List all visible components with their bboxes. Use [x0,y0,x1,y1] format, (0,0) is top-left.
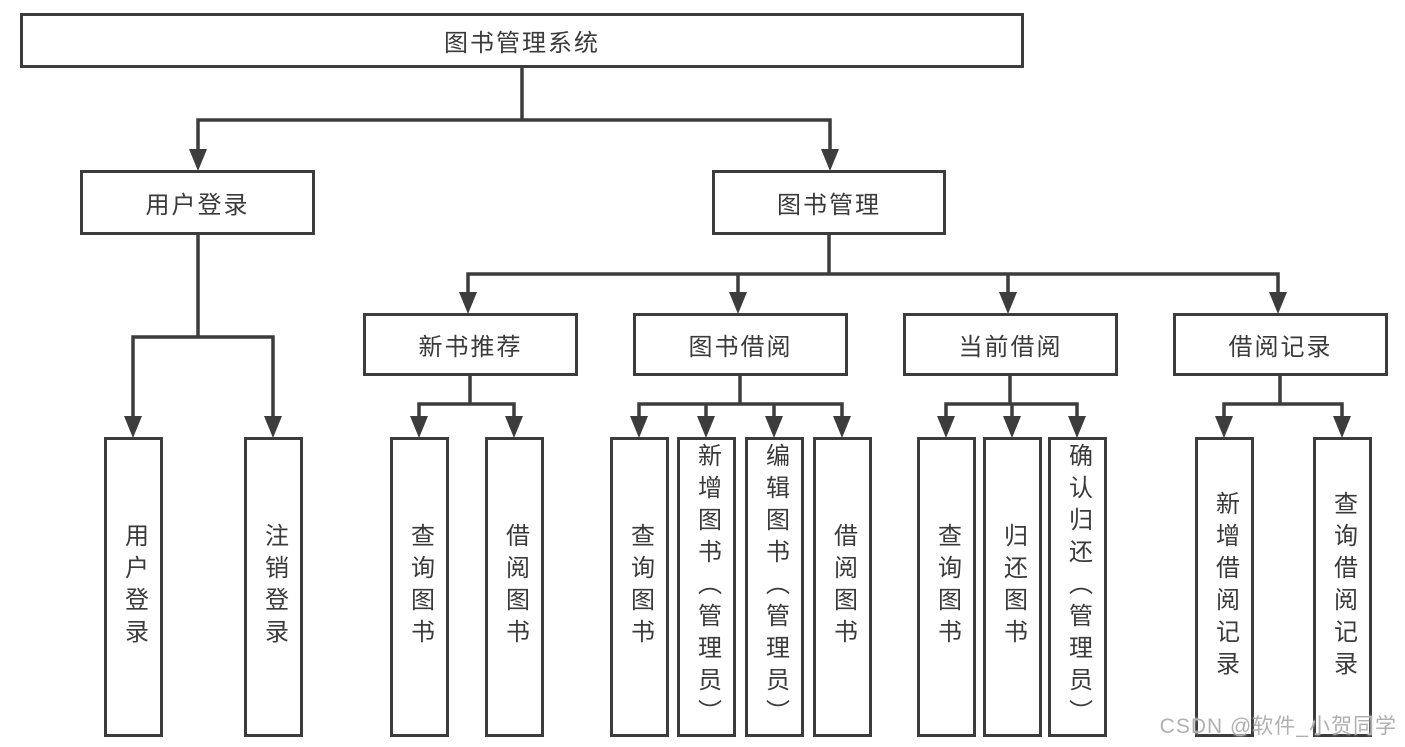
leaf-return-books: 归还图书 [983,437,1042,737]
node-label: 借阅记录 [1228,334,1333,361]
leaf-edit-book-admin: 编辑图书（管理员） [745,437,804,737]
csdn-watermark: CSDN @软件_小贺同学 [1159,715,1397,738]
node-label: 用户登录 [145,192,250,219]
node-label: 查询图书 [406,523,434,651]
node-user-login: 用户登录 [80,170,315,235]
node-new-book-recommend: 新书推荐 [363,313,578,376]
leaf-query-books-recommend: 查询图书 [390,437,449,737]
node-label: 查询图书 [933,523,961,651]
node-label: 借阅图书 [501,523,529,651]
node-label: 借阅图书 [829,523,857,651]
node-label: 查询借阅记录 [1329,491,1357,683]
node-label: 新增图书（管理员） [693,443,721,731]
node-label: 图书管理系统 [444,30,600,57]
leaf-add-borrow-record: 新增借阅记录 [1195,437,1254,737]
node-label: 确认归还（管理员） [1064,443,1092,731]
leaf-query-borrow-record: 查询借阅记录 [1313,437,1372,737]
node-label: 图书借阅 [688,334,793,361]
node-current-borrow: 当前借阅 [903,313,1118,376]
node-label: 图书管理 [777,192,881,219]
node-book-management: 图书管理 [712,170,946,235]
node-label: 注销登录 [260,523,288,651]
leaf-borrow-books-recommend: 借阅图书 [485,437,544,737]
leaf-add-book-admin: 新增图书（管理员） [677,437,736,737]
node-book-borrow: 图书借阅 [633,313,848,376]
leaf-query-books-borrow: 查询图书 [610,437,669,737]
node-root-system: 图书管理系统 [20,13,1024,68]
leaf-logout: 注销登录 [244,437,303,737]
node-label: 新增借阅记录 [1211,491,1239,683]
node-label: 用户登录 [120,523,148,651]
leaf-user-login: 用户登录 [104,437,163,737]
node-borrow-records: 借阅记录 [1173,313,1388,376]
node-label: 当前借阅 [958,334,1063,361]
leaf-borrow-books: 借阅图书 [813,437,872,737]
leaf-query-books-current: 查询图书 [917,437,976,737]
node-label: 归还图书 [999,523,1027,651]
node-label: 编辑图书（管理员） [761,443,789,731]
node-label: 新书推荐 [418,334,523,361]
node-label: 查询图书 [626,523,654,651]
leaf-confirm-return-admin: 确认归还（管理员） [1048,437,1107,737]
